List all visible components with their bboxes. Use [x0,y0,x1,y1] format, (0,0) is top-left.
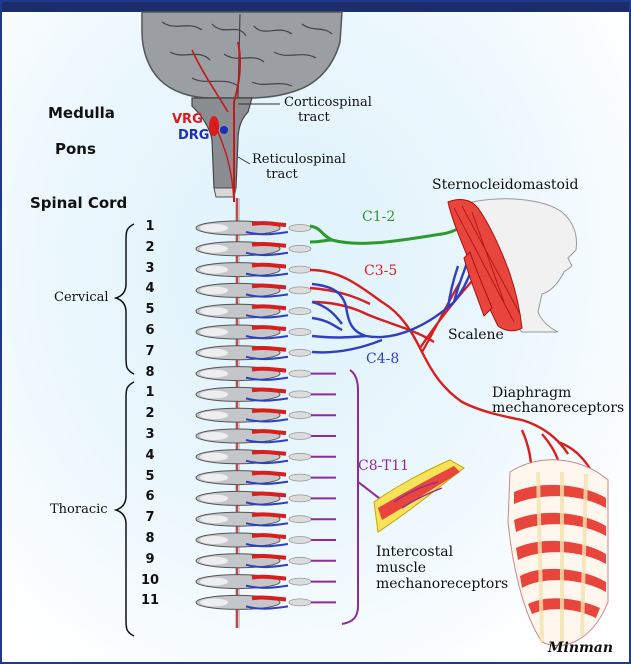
thoracic-segment [196,387,336,401]
cervical-segment [196,304,311,318]
drg-label: DRG [178,128,209,143]
thoracic-segment [196,471,336,485]
c1-2-nerve [310,224,464,243]
cervical-level-number: 3 [140,261,160,276]
c3-5-label: C3-5 [364,264,397,279]
cervical-label: Cervical [54,290,109,305]
cervical-segment [196,367,336,381]
thoracic-segment [196,595,336,609]
thoracic-label: Thoracic [50,502,108,517]
cervical-segment [196,242,311,256]
cervical-level-number: 5 [140,302,160,317]
thoracic-level-number: 4 [140,448,160,463]
thoracic-segment [196,491,336,505]
cervical-bracket [116,224,134,374]
c4-8-label: C4-8 [366,352,399,367]
cervical-level-number: 8 [140,365,160,380]
neck-illustration [448,199,576,332]
pons-label: Pons [55,140,96,158]
corticospinal-label: Corticospinal tract [284,95,372,125]
c1-2-label: C1-2 [362,210,395,225]
thoracic-segment [196,554,336,568]
thoracic-segment [196,429,336,443]
diaphragm-label: Diaphragm mechanoreceptors [492,386,624,416]
cervical-segment [196,263,311,277]
thoracic-level-number: 10 [140,573,160,588]
thoracic-bracket [116,382,134,636]
intercostal-label: Intercostal muscle mechanoreceptors [376,544,508,592]
thoracic-segment [196,408,336,422]
thoracic-level-number: 2 [140,406,160,421]
vrg-label: VRG [172,112,203,127]
thoracic-segment [196,450,336,464]
cervical-level-number: 7 [140,344,160,359]
thoracic-segment [196,512,336,526]
cervical-segment [196,283,311,297]
thoracic-level-number: 1 [140,385,160,400]
sternocleidomastoid-label: Sternocleidomastoid [432,178,578,193]
signature: Minman [548,640,613,656]
thoracic-level-number: 6 [140,489,160,504]
cervical-segment [196,325,311,339]
cervical-level-number: 2 [140,240,160,255]
diaphragm-illustration [508,460,608,646]
c8-t11-label: C8-T11 [358,459,409,474]
reticulospinal-label: Reticulospinal tract [252,152,346,182]
thoracic-level-number: 8 [140,531,160,546]
thoracic-segment [196,575,336,589]
scalene-label: Scalene [448,328,504,343]
thoracic-level-number: 5 [140,469,160,484]
medulla-label: Medulla [48,104,115,122]
thoracic-level-number: 9 [140,552,160,567]
cervical-level-number: 6 [140,323,160,338]
cervical-segment [196,346,311,360]
thoracic-level-number: 3 [140,427,160,442]
thoracic-level-number: 7 [140,510,160,525]
cervical-segment [196,221,311,235]
cervical-level-number: 1 [140,219,160,234]
thoracic-level-number: 11 [140,593,160,608]
drg-marker [220,126,228,134]
thoracic-segment [196,533,336,547]
vrg-marker [209,116,219,136]
c8-t11-bracket [342,370,358,624]
spinal-segments [196,221,336,609]
spinal-cord-label: Spinal Cord [30,194,127,212]
cervical-level-number: 4 [140,281,160,296]
